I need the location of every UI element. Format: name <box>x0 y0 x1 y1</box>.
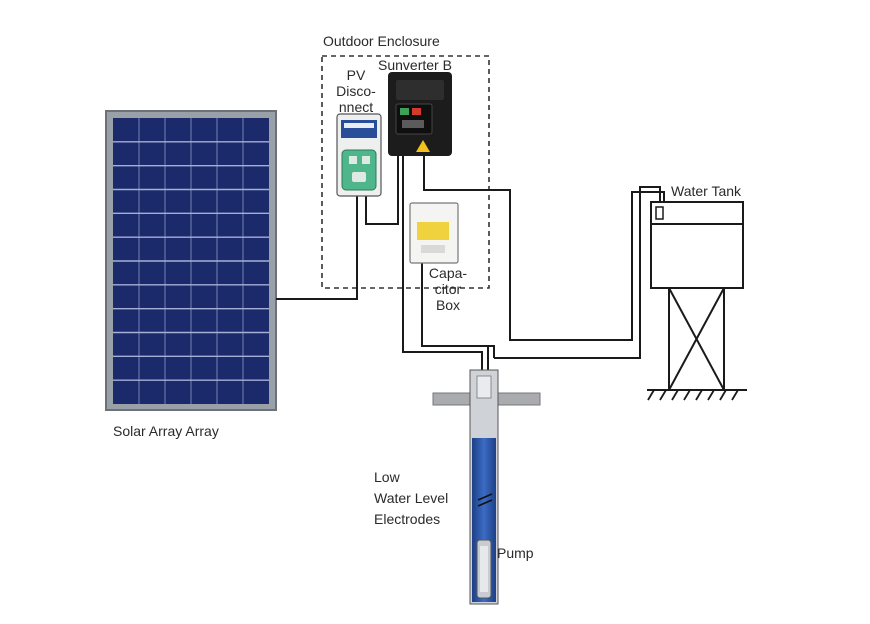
wire-well-junction <box>488 345 495 358</box>
pv-disconnect-green-cover <box>341 149 377 191</box>
pv-disconnect-label-3: nnect <box>339 99 373 115</box>
water-tank <box>647 201 747 401</box>
wire-panel-to-disconnect <box>276 196 358 300</box>
tank-stand-brace-2 <box>668 287 725 391</box>
wiring <box>276 154 665 548</box>
solar-array-label: Solar Array Array <box>113 423 219 439</box>
warning-triangle-icon <box>416 140 430 152</box>
sunverter <box>388 72 452 156</box>
outdoor-enclosure-label: Outdoor Enclosure <box>323 33 440 49</box>
well-cap <box>476 375 492 399</box>
electrode-mark-2 <box>477 499 493 507</box>
capacitor-box-label <box>421 245 445 253</box>
float-switch <box>655 206 664 220</box>
wire-inverter-to-tank-b <box>494 186 661 359</box>
pv-disconnect-label-plate <box>341 120 377 138</box>
capacitor-box <box>409 202 459 264</box>
electrodes-label-1: Low <box>374 469 401 485</box>
electrodes-label-2: Water Level <box>374 490 448 506</box>
wire-capacitor-to-well <box>421 262 489 372</box>
pv-disconnect-label-text <box>344 123 374 128</box>
pump-highlight <box>480 546 488 592</box>
sunverter-led-red <box>412 108 421 115</box>
pv-disconnect-label-2: Disco- <box>336 83 376 99</box>
solar-panel-grid <box>113 118 269 404</box>
pv-disconnect-label-1: PV <box>347 67 366 83</box>
pv-disconnect <box>336 113 382 197</box>
pump-label: Pump <box>497 545 534 561</box>
wire-inverter-to-tank-a <box>423 156 665 341</box>
electrode-mark-1 <box>477 493 493 501</box>
pv-disconnect-window-1 <box>349 156 357 164</box>
solar-panel <box>105 110 277 411</box>
water-tank-body <box>650 201 744 289</box>
capacitor-box-label-1: Capa- <box>429 265 467 281</box>
electrodes-label-3: Electrodes <box>374 511 440 527</box>
sunverter-top-panel <box>396 80 444 100</box>
well <box>432 369 541 605</box>
outdoor-enclosure-boundary <box>321 55 490 289</box>
wire-disconnect-to-inverter <box>365 154 399 225</box>
water-tank-label: Water Tank <box>671 183 742 199</box>
pv-disconnect-handle <box>352 172 366 182</box>
sunverter-display <box>402 120 424 128</box>
pv-disconnect-window-2 <box>362 156 370 164</box>
tank-ground-hatch <box>647 389 739 401</box>
capacitor-box-label-2: citor <box>435 281 462 297</box>
capacitor-box-sticker <box>417 222 449 240</box>
sunverter-label: Sunverter B <box>378 57 452 73</box>
wire-inverter-to-well <box>402 154 483 372</box>
sunverter-led-green <box>400 108 409 115</box>
capacitor-box-label-3: Box <box>436 297 460 313</box>
